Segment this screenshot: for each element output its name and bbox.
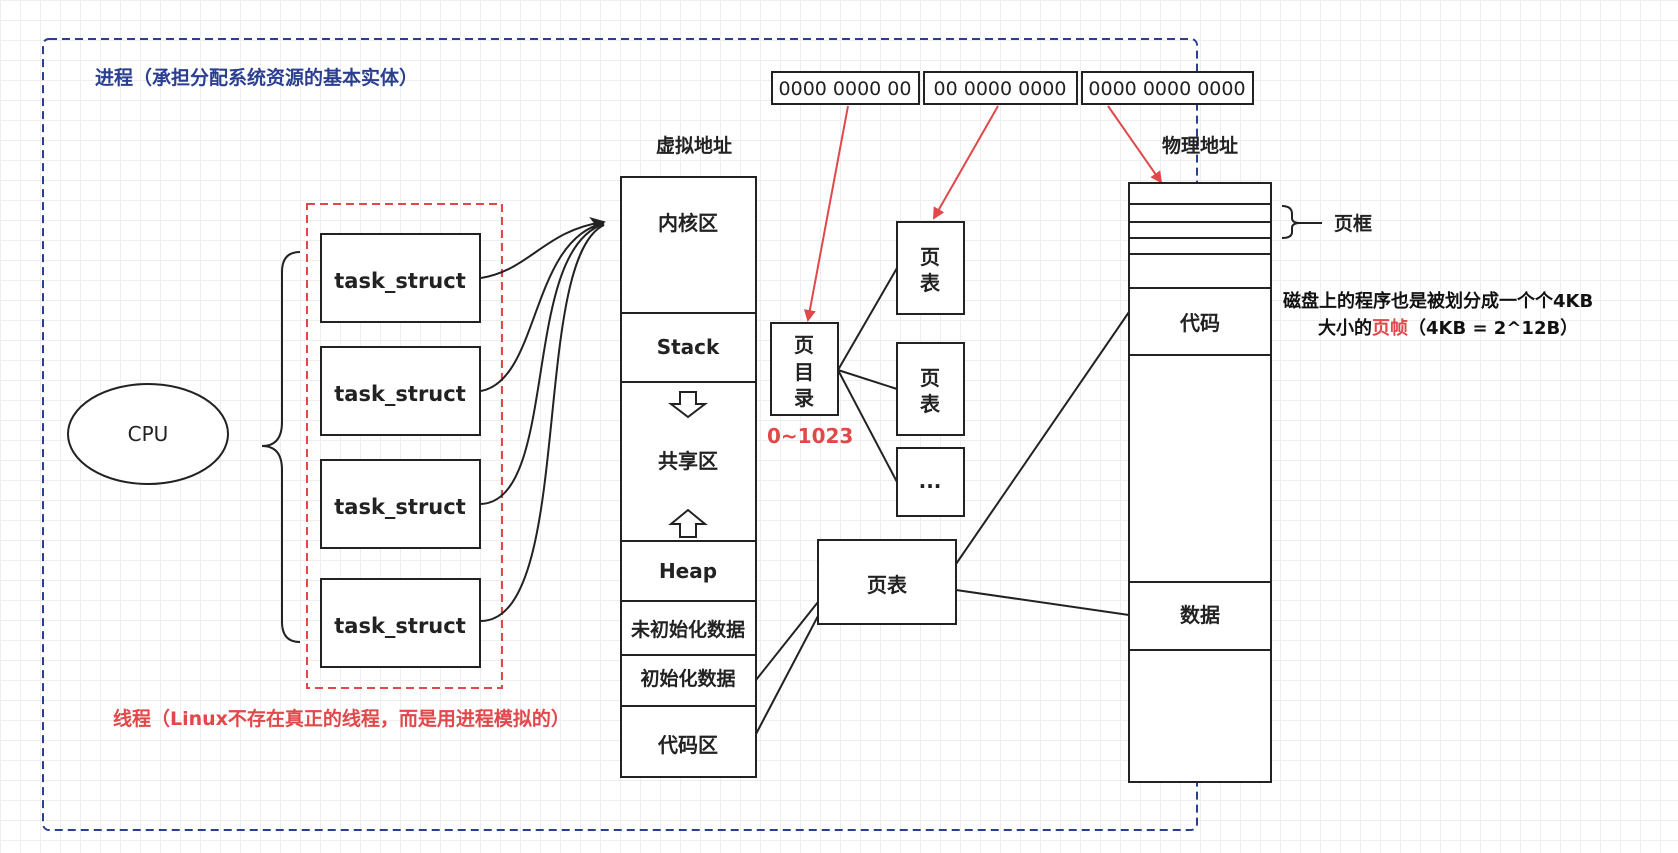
task-to-kernel-curve [480, 222, 605, 392]
task-struct-box [320, 578, 481, 668]
address-bits-label: 0000 0000 00 [779, 78, 912, 100]
offset-bits-arrow [1107, 105, 1163, 184]
virtual-address-title: 虚拟地址 [656, 134, 732, 157]
page-table-ellipsis: ... [919, 469, 942, 493]
virtual-address-space [620, 176, 757, 778]
page-table-box [896, 447, 965, 517]
process-label: 进程（承担分配系统资源的基本实体） [95, 66, 418, 89]
task-struct-box [320, 459, 481, 549]
segment-init-data-label: 初始化数据 [640, 667, 735, 690]
task-to-kernel-curve [480, 216, 606, 279]
physical-address-space [1128, 182, 1272, 783]
segment-kernel-label: 内核区 [658, 211, 718, 235]
segment-uninit-data-label: 未初始化数据 [630, 618, 745, 641]
note-prefix: 大小的 [1318, 317, 1372, 339]
address-bits-label: 00 0000 0000 [934, 78, 1067, 100]
directory-to-table-line [837, 369, 898, 483]
physical-data-label: 数据 [1180, 603, 1220, 627]
page-table-char: 页 [920, 366, 940, 390]
up-arrow-icon [668, 508, 708, 538]
page-directory-range: 0~1023 [767, 424, 853, 448]
address-field-directory [771, 71, 920, 105]
address-field-offset [1081, 71, 1254, 105]
page-frame-label: 页框 [1334, 212, 1372, 235]
task-struct-label: task_struct [334, 614, 466, 638]
task-brace [261, 251, 301, 643]
page-directory-char: 页 [794, 333, 814, 357]
task-struct-label: task_struct [334, 382, 466, 406]
down-arrow-icon [668, 391, 708, 419]
page-table-char: 表 [920, 392, 941, 416]
page-table-to-code-line [955, 311, 1130, 565]
segment-code-label: 代码区 [657, 733, 718, 757]
task-to-kernel-curve [480, 224, 605, 622]
task-to-kernel-curve [480, 223, 605, 505]
task-struct-label: task_struct [334, 495, 466, 519]
task-struct-box [320, 346, 481, 436]
note-line-1: 磁盘上的程序也是被划分成一个个4KB [1283, 290, 1593, 312]
page-table-box [896, 342, 965, 436]
page-table-box [896, 221, 965, 315]
init-data-to-page-table-line [755, 601, 819, 681]
segment-shared-label: 共享区 [658, 449, 718, 473]
page-frame-brace [1281, 205, 1301, 239]
segment-heap-label: Heap [659, 559, 717, 583]
thread-group-boundary [306, 203, 503, 689]
directory-bits-arrow [803, 105, 849, 322]
segment-stack-label: Stack [657, 335, 720, 359]
note-suffix: （4KB = 2^12B） [1408, 318, 1578, 339]
page-table-main-box [817, 539, 957, 625]
code-to-page-table-line [755, 615, 819, 735]
page-directory-char: 录 [794, 386, 814, 410]
directory-to-table-line [837, 369, 898, 390]
page-table-to-data-line [955, 589, 1130, 616]
task-struct-label: task_struct [334, 269, 466, 293]
page-table-char: 表 [920, 271, 941, 295]
note-line-2: 大小的页帧（4KB = 2^12B） [1318, 317, 1578, 339]
address-field-table [923, 71, 1078, 105]
physical-code-label: 代码 [1179, 311, 1220, 335]
directory-to-table-line [837, 267, 898, 371]
page-table-main-label: 页表 [867, 573, 908, 597]
table-bits-arrow [933, 105, 999, 220]
address-bits-label: 0000 0000 0000 [1088, 78, 1245, 100]
cpu-node [67, 383, 229, 485]
page-directory-box [770, 322, 839, 416]
page-table-char: 页 [920, 245, 940, 269]
task-struct-box [320, 233, 481, 323]
note-highlight: 页帧 [1372, 317, 1408, 339]
thread-label: 线程（Linux不存在真正的线程，而是用进程模拟的） [113, 707, 570, 730]
physical-address-title: 物理地址 [1162, 134, 1238, 157]
cpu-label: CPU [128, 422, 169, 446]
page-directory-char: 目 [794, 360, 814, 384]
